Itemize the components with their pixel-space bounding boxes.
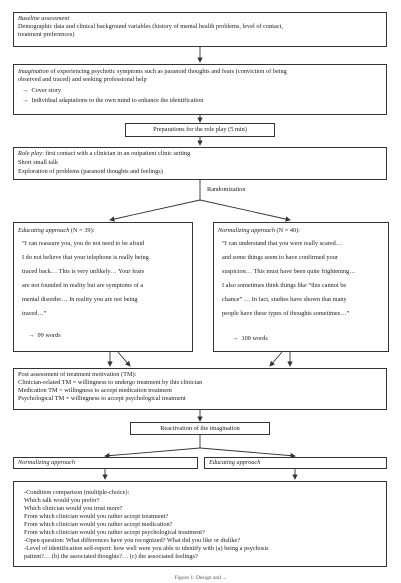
normalizing-words: → 100 words xyxy=(232,335,268,343)
normalizing-quote-1: “I can understand that you were really s… xyxy=(222,240,343,247)
educating-words-count: 99 words xyxy=(37,332,61,339)
normalizing-n: (N = 40): xyxy=(274,227,301,234)
imagination-bullet-2-text: Individual adaptations to the own mind t… xyxy=(31,97,204,104)
figure-caption: Figure 1: Design and ... xyxy=(174,575,227,581)
normalizing-title-line: Normalizing approach (N = 40): xyxy=(218,227,300,235)
educating-words: → 99 words xyxy=(28,332,61,340)
normalizing-box: Normalizing approach (N = 40): “I can un… xyxy=(213,222,389,352)
roleplay-line-1: Role play: first contact with a clinicia… xyxy=(18,150,190,158)
final-line-4: From which clinician would you rather ac… xyxy=(24,513,169,520)
baseline-line-1: Demographic data and clinical background… xyxy=(18,23,283,30)
imagination-bullet-2: → Individual adaptations to the own mind… xyxy=(22,97,203,105)
final-line-5: From which clinician would you rather ac… xyxy=(24,521,173,528)
educating-title-line: Educating approach (N = 39): xyxy=(18,227,94,235)
roleplay-title-rest: : first contact with a clinician in an o… xyxy=(41,150,191,157)
imagination-bullet-1: → Cover story xyxy=(22,87,61,95)
imagination-box: Imagination of experiencing psychotic sy… xyxy=(13,64,387,115)
educating-quote-3: traced back… This is very unlikely… Your… xyxy=(22,268,145,275)
preparation-box: Preparations for the role play (5 min) xyxy=(125,123,275,137)
final-line-2: Which talk would you prefer? xyxy=(24,497,100,504)
educating-quote-6: traced…” xyxy=(22,310,47,317)
post-line-2: Clinician-related TM = willingness to un… xyxy=(18,379,203,386)
educating-quote-4: are not founded in reality but are sympt… xyxy=(22,282,144,289)
randomization-label: Randomization xyxy=(207,186,246,193)
reactivation-box: Reactivation of the imagination xyxy=(130,422,270,435)
post-line-1: Post assessment of treatment motivation … xyxy=(18,371,137,378)
post-line-3: Medication TM = willingness to accept me… xyxy=(18,387,172,394)
arrow-right-icon: → xyxy=(28,332,35,339)
normalizing-quote-4: I also sometimes think things like “this… xyxy=(222,282,347,289)
connector-to-educating xyxy=(109,199,201,222)
connector-to-left-branch xyxy=(104,447,201,459)
imagination-title: Imagination xyxy=(18,68,49,75)
normalizing-quote-6: people have these types of thoughts some… xyxy=(222,310,350,317)
post-line-4: Psychological TM = willingness to accept… xyxy=(18,395,186,402)
baseline-line-2: treatment preferences) xyxy=(18,31,75,38)
left-branch-box: Normalizing approach xyxy=(13,457,198,469)
roleplay-title: Role play xyxy=(18,150,42,157)
right-branch-box: Educating approach xyxy=(204,457,387,469)
normalizing-quote-5: chance” … In fact, studies have shown th… xyxy=(222,296,347,303)
educating-quote-5: mental disorder… In reality you are not … xyxy=(22,296,138,303)
post-assessment-box: Post assessment of treatment motivation … xyxy=(13,368,387,410)
final-line-8: -Level of identification self-report: ho… xyxy=(24,545,269,552)
educating-box: Educating approach (N = 39): “I can reas… xyxy=(13,222,193,352)
normalizing-title: Normalizing approach xyxy=(218,227,275,234)
normalizing-words-count: 100 words xyxy=(241,335,268,342)
normalizing-quote-3: suspicion… This must have been quite fri… xyxy=(222,268,356,275)
final-line-1: -Condition comparison (multiple-choice): xyxy=(24,489,130,496)
educating-title: Educating approach xyxy=(18,227,70,234)
reactivation-label: Reactivation of the imagination xyxy=(160,425,240,432)
imagination-line-1: Imagination of experiencing psychotic sy… xyxy=(18,68,287,76)
final-line-6: From which clinician would you rather ac… xyxy=(24,529,205,536)
normalizing-quote-2: and some things seem to have confirmed y… xyxy=(222,254,338,261)
connector-to-right-branch xyxy=(199,447,296,459)
educating-n: (N = 39): xyxy=(69,227,95,234)
final-line-9: patient?… (b) the associated thoughts?… … xyxy=(24,553,198,560)
right-branch-label: Educating approach xyxy=(209,459,261,466)
preparation-label: Preparations for the role play (5 min) xyxy=(153,126,247,133)
baseline-title: Baseline assessment xyxy=(18,15,70,22)
connector-educating-post-b xyxy=(117,351,131,367)
baseline-box: Baseline assessment Demographic data and… xyxy=(13,12,387,47)
left-branch-label: Normalizing approach xyxy=(18,459,75,466)
roleplay-line-3: Exploration of problems (paranoid though… xyxy=(18,168,163,175)
educating-quote-1: “I can reassure you, you do not need to … xyxy=(22,240,145,247)
arrow-right-icon: → xyxy=(22,87,29,94)
arrow-right-icon: → xyxy=(22,97,29,104)
final-line-7: -Open question: What differences have yo… xyxy=(24,537,241,544)
roleplay-box: Role play: first contact with a clinicia… xyxy=(13,147,387,180)
imagination-line-2: observed and traced) and seeking profess… xyxy=(18,76,147,83)
connector-to-normalizing xyxy=(199,199,291,222)
final-assessment-box: -Condition comparison (multiple-choice):… xyxy=(13,481,387,567)
arrow-right-icon: → xyxy=(232,335,239,342)
final-line-3: Which clinician would you trust more? xyxy=(24,505,123,512)
roleplay-line-2: Short small talk xyxy=(18,159,58,166)
imagination-title-rest: of experiencing psychotic symptoms such … xyxy=(48,68,287,75)
connector-normalizing-post-b xyxy=(269,351,283,367)
educating-quote-2: I do not believe that your telephone is … xyxy=(22,254,149,261)
imagination-bullet-1-text: Cover story xyxy=(31,87,62,94)
